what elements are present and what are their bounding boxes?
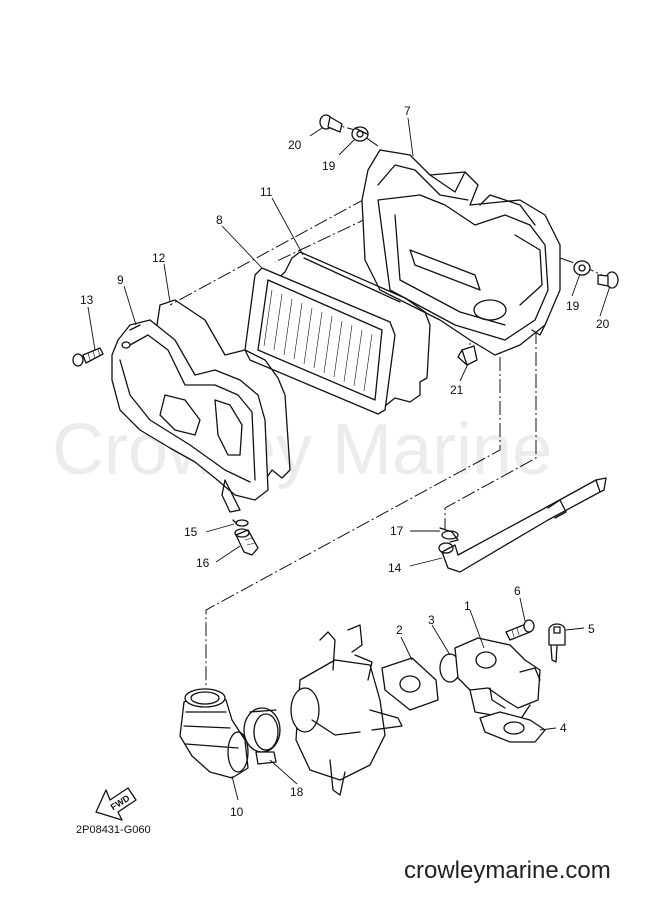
callout-11[interactable]: 11 [260,185,273,199]
part-1-intake-manifold[interactable] [454,637,541,721]
callout-20-upper[interactable]: 20 [288,138,302,152]
diagram-code: 2P08431-G060 [76,824,151,836]
callout-18[interactable]: 18 [290,785,304,799]
callout-6[interactable]: 6 [514,584,521,598]
callout-8[interactable]: 8 [216,213,223,227]
callout-numbers: 1 2 3 4 5 6 7 8 9 10 11 12 13 14 15 16 1… [80,104,610,819]
part-4-gasket[interactable] [479,711,546,743]
part-21-clamp[interactable] [457,345,478,366]
callout-12[interactable]: 12 [152,251,166,265]
part-20-bolt-upper[interactable] [319,114,343,133]
part-7-intake-housing[interactable] [361,149,561,356]
part-2-insulator[interactable] [381,657,439,711]
callout-20-right[interactable]: 20 [596,317,610,331]
part-15-clip[interactable] [232,519,249,527]
part-20-bolt-right[interactable] [597,271,619,289]
callout-13[interactable]: 13 [80,293,94,307]
callout-1[interactable]: 1 [464,599,471,613]
website-url[interactable]: crowleymarine.com [404,857,611,884]
callout-7[interactable]: 7 [404,104,411,118]
callout-5[interactable]: 5 [588,622,595,636]
callout-10[interactable]: 10 [230,805,244,819]
fwd-arrow-icon: FWD [95,787,137,821]
part-19-collar-right[interactable] [573,260,591,276]
part-10-intake-joint[interactable] [179,688,249,779]
callout-3[interactable]: 3 [428,613,435,627]
leader-lines [87,117,611,801]
part-14-hose[interactable] [438,477,607,573]
part-16-drain-valve[interactable] [234,528,259,556]
part-19-collar-upper[interactable] [351,126,369,142]
callout-17[interactable]: 17 [390,524,404,538]
part-9-cleaner-cover[interactable] [111,319,269,513]
part-8-air-filter[interactable] [244,267,396,415]
carburetor [290,624,403,796]
callout-2[interactable]: 2 [396,623,403,637]
part-17-hose-clip[interactable] [439,527,459,543]
filter-media-hatching [263,289,373,392]
watermark-text: Crowley Marine [52,410,552,490]
part-18-hose-clamp[interactable] [243,707,281,765]
callout-21[interactable]: 21 [450,383,464,397]
callout-9[interactable]: 9 [117,273,124,287]
part-6-bolt[interactable] [505,619,535,641]
callout-15[interactable]: 15 [184,525,198,539]
part-13-screw[interactable] [72,347,104,367]
callout-19-upper[interactable]: 19 [322,159,336,173]
callout-19-right[interactable]: 19 [566,299,580,313]
part-5-socket-bolt[interactable] [548,623,566,663]
callout-16[interactable]: 16 [196,556,210,570]
callout-4[interactable]: 4 [560,721,567,735]
callout-14[interactable]: 14 [388,561,402,575]
